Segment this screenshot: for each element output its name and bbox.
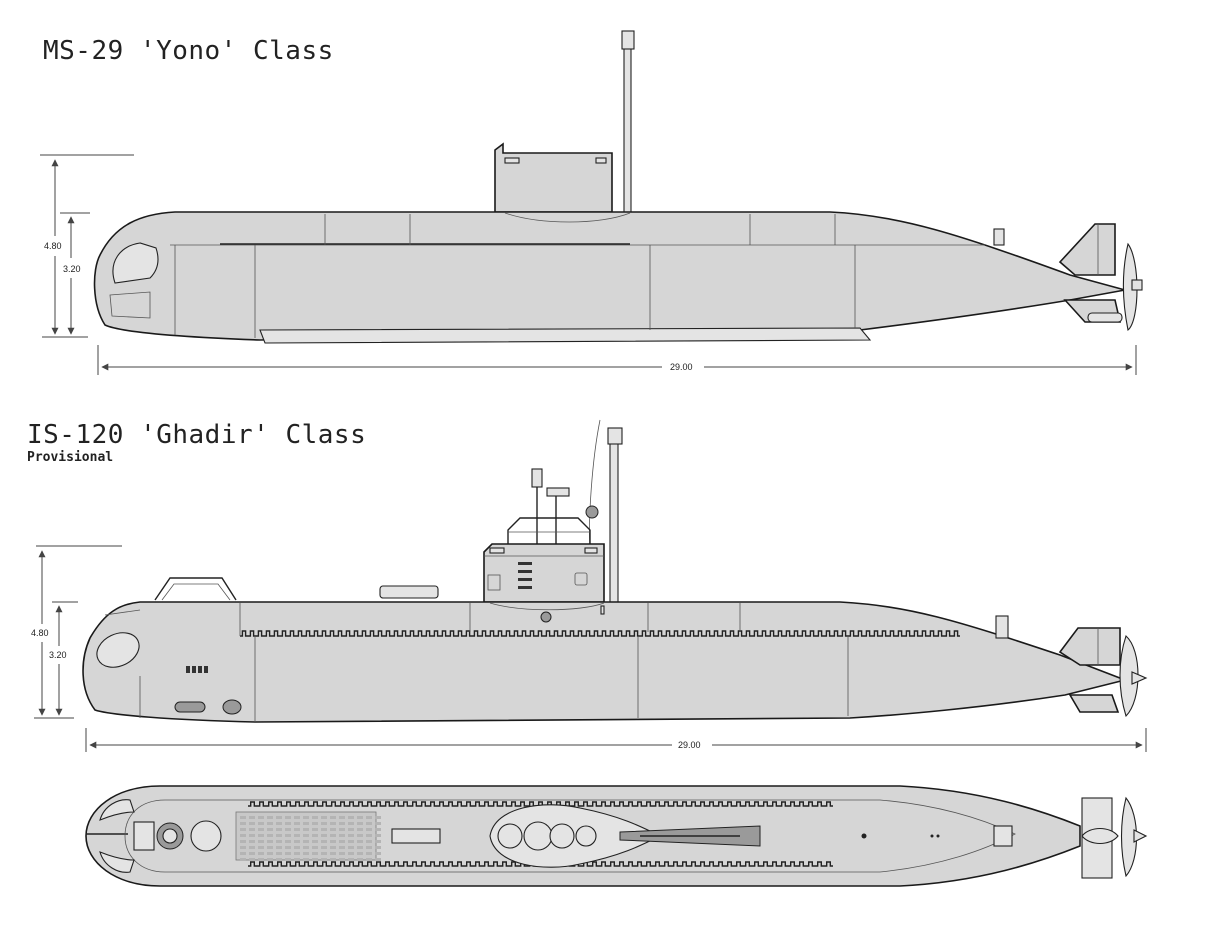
yono-height-hull-label: 3.20 [63,264,81,274]
ghadir-bridge-railing [507,517,591,545]
ghadir-propeller [1119,635,1139,718]
ghadir-hull [82,601,1128,723]
yono-height-total-label: 4.80 [44,241,62,251]
yono-dimension-lines: 4.80 3.20 29.00 [40,154,1137,375]
ghadir-top-hatch [391,828,441,844]
yono-class-title: MS-29 'Yono' Class [43,36,334,66]
yono-upper-rudder [1058,223,1116,276]
ghadir-provisional-label: Provisional [27,450,114,465]
ghadir-bow-railing [154,577,237,601]
ghadir-height-total-label: 4.80 [31,628,49,638]
yono-mast-head [621,30,635,50]
ghadir-top-propeller [1121,796,1138,878]
yono-side-view [93,30,1143,344]
ghadir-upper-rudder [1058,627,1121,666]
ghadir-dimension-lines: 4.80 3.20 29.00 [31,545,1147,752]
yono-mast [623,47,632,214]
yono-sail [494,142,613,213]
ghadir-side-view [82,419,1148,723]
ghadir-top-deck-casing [248,801,833,807]
yono-bow-window [112,242,159,284]
ghadir-length-label: 29.00 [678,740,701,750]
yono-length-label: 29.00 [670,362,693,372]
ghadir-deck-casing [240,630,960,637]
ghadir-lower-rudder [1068,694,1120,713]
yono-propeller [1122,242,1138,332]
yono-hull [93,211,1126,341]
ghadir-mast [609,439,619,606]
ghadir-bow-window [96,632,140,668]
ghadir-class-title: IS-120 'Ghadir' Class [27,420,367,450]
ghadir-height-hull-label: 3.20 [49,650,67,660]
